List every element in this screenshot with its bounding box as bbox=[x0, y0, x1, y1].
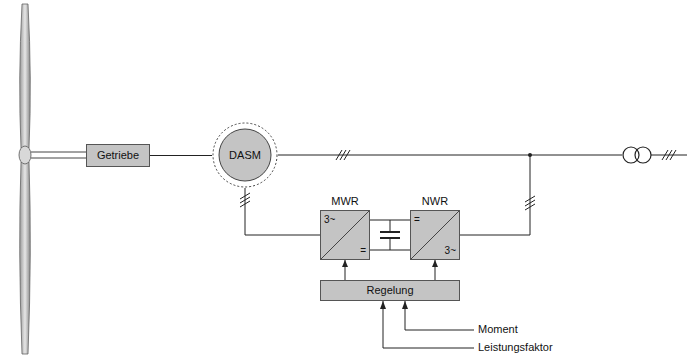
capacitor-lead bbox=[390, 220, 391, 232]
converter-box: MWR3~= bbox=[320, 210, 370, 260]
arrowhead bbox=[380, 301, 386, 309]
stator-ring bbox=[213, 123, 277, 187]
machine-label: DASM bbox=[229, 149, 261, 162]
three-phase-mark bbox=[662, 150, 676, 160]
rotor-blade bbox=[20, 4, 31, 148]
three-phase-mark bbox=[525, 196, 535, 210]
signal-label: Leistungsfaktor bbox=[478, 341, 553, 354]
arrowhead bbox=[402, 301, 408, 309]
grid-side-line bbox=[460, 155, 530, 235]
rotor-blade bbox=[20, 162, 31, 354]
converter-box: NWR=3~ bbox=[410, 210, 460, 260]
rotor-hub bbox=[19, 146, 31, 164]
junction-dot bbox=[528, 153, 532, 157]
transformer-symbol bbox=[635, 147, 651, 163]
connector-line bbox=[150, 155, 212, 156]
converter-symbol: = bbox=[414, 213, 420, 226]
arrowhead bbox=[342, 260, 348, 267]
diagonal-line bbox=[411, 211, 459, 259]
shaft bbox=[31, 158, 86, 159]
input-line bbox=[383, 301, 474, 348]
converter-symbol: 3~ bbox=[324, 213, 335, 226]
converter-name: MWR bbox=[331, 195, 359, 208]
connector bbox=[245, 188, 320, 235]
capacitor-lead bbox=[390, 238, 391, 250]
gearbox-box: Getriebe bbox=[86, 144, 150, 167]
three-phase-mark bbox=[336, 150, 350, 160]
converter-name: NWR bbox=[422, 195, 448, 208]
capacitor-symbol bbox=[380, 231, 400, 233]
control-box: Regelung bbox=[320, 280, 460, 301]
converter-symbol: = bbox=[360, 244, 366, 257]
signal-label: Moment bbox=[478, 323, 518, 336]
generator-circle: DASM bbox=[212, 122, 278, 188]
connector-line bbox=[370, 220, 410, 221]
connector bbox=[370, 220, 410, 221]
arrowhead bbox=[432, 260, 438, 267]
box-label: Getriebe bbox=[97, 149, 139, 162]
shaft bbox=[31, 152, 86, 153]
diagonal-line bbox=[321, 211, 369, 259]
connector-line bbox=[245, 188, 320, 235]
box-label: Regelung bbox=[366, 284, 413, 297]
connector bbox=[150, 155, 212, 156]
input-line bbox=[405, 301, 474, 330]
connector bbox=[342, 260, 348, 280]
converter-symbol: 3~ bbox=[445, 244, 456, 257]
connector bbox=[432, 260, 438, 280]
stator-line bbox=[278, 155, 622, 156]
rotor-disc bbox=[219, 129, 271, 181]
